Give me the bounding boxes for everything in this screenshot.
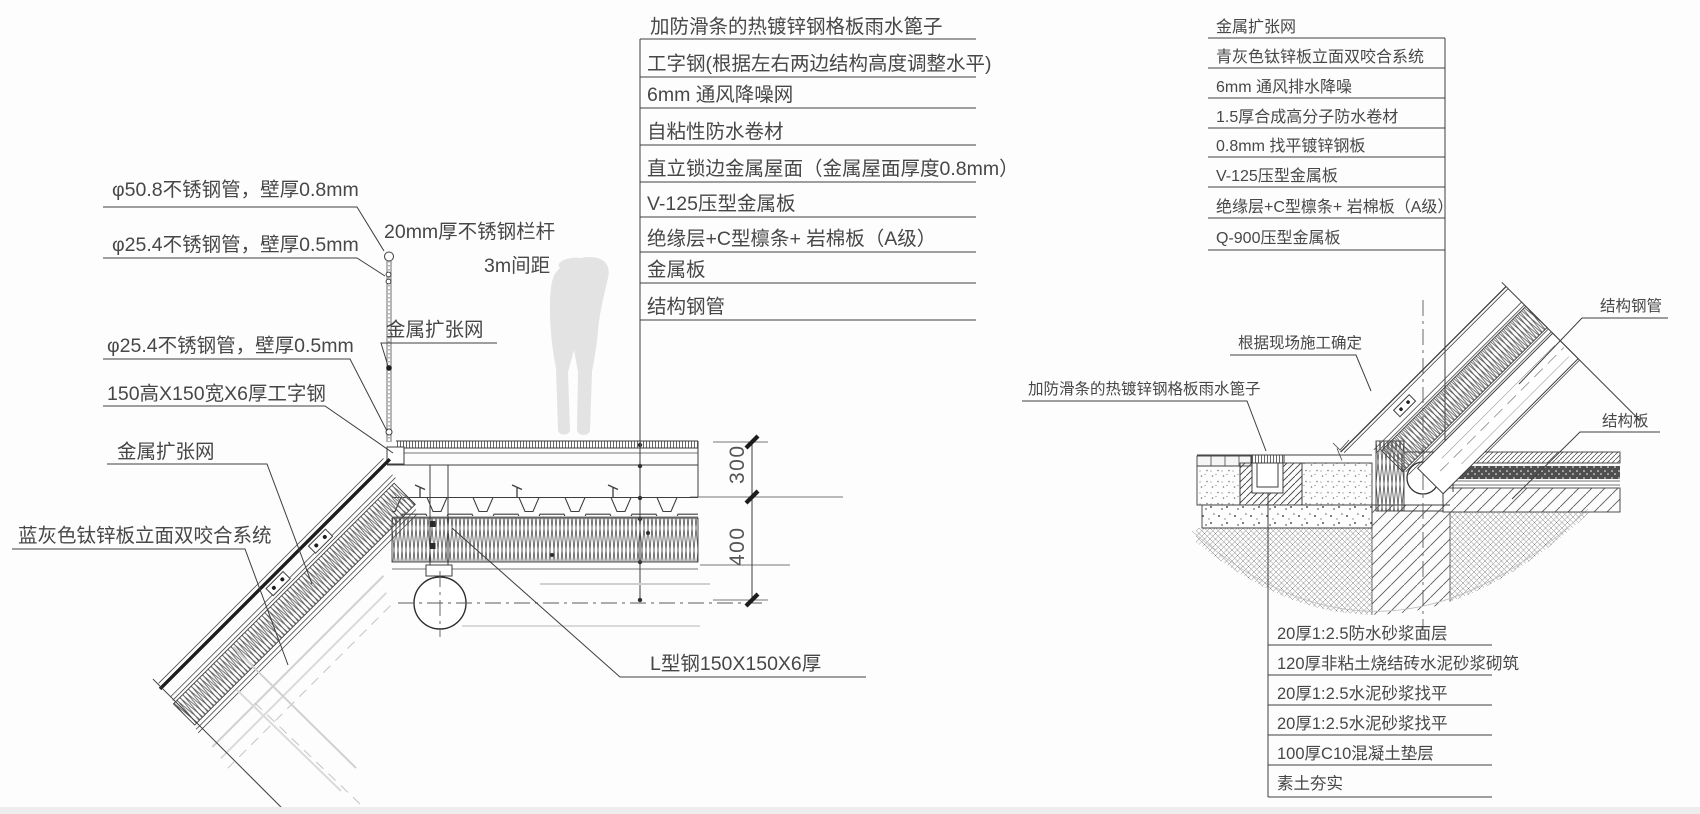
callout-metal-panel: 金属板 [647,259,706,281]
r-callout-vent: 6mm 通风排水降噪 [1216,78,1352,96]
handrail-tube-section [384,251,394,262]
b-callout-rammed-earth: 素土夯实 [1277,774,1343,793]
right-detail-drawing: 金属扩张网 青灰色钛锌板立面双咬合系统 6mm 通风排水降噪 1.5厚合成高分子… [1022,18,1668,798]
r-callout-mesh: 金属扩张网 [1216,18,1296,36]
callout-rules [640,38,976,321]
b-callout-concrete: 100厚C10混凝土垫层 [1277,744,1434,763]
v125-deck [392,498,698,516]
rain-grate [1250,454,1285,464]
callout-struct-pipe: 结构钢管 [647,296,725,318]
ground-lattice-right [1450,512,1592,615]
slope-clip-bracket [1392,394,1417,418]
drain-channel-inner [1256,463,1279,488]
label-railing-spacing: 3m间距 [484,255,550,277]
right-labels: 根据现场施工确定 加防滑条的热镀锌钢格板雨水篦子 结构钢管 结构板 [1022,297,1668,500]
callout-insulation: 绝缘层+C型檩条+ 岩棉板（A级） [647,228,936,250]
rail-tube-section-upper [385,271,392,278]
callout-i-beam: 工字钢(根据左右两边结构高度调整水平) [647,53,992,75]
walkway-deck [386,440,699,497]
slope-cut-line-right [1501,281,1641,422]
outer-sheet-line [1340,286,1507,453]
b-callout-leveling-2: 20厚1:2.5水泥砂浆找平 [1277,714,1448,733]
r-callout-waterproof: 1.5厚合成高分子防水卷材 [1216,108,1398,126]
bottom-edge-strip [0,807,1700,814]
insulation-coil-band [391,517,699,563]
label-struct-pipe: 结构钢管 [1600,297,1662,315]
callout-standing-seam: 直立锁边金属屋面（金属屋面厚度0.8mm） [647,158,1019,180]
bedding-block [1196,465,1241,506]
wall-hatch [1372,505,1450,615]
label-site-confirm: 根据现场施工确定 [1238,334,1362,352]
callout-vent-mesh: 6mm 通风降噪网 [647,84,793,106]
right-callout-list-top: 金属扩张网 青灰色钛锌板立面双咬合系统 6mm 通风排水降噪 1.5厚合成高分子… [1208,18,1453,452]
label-rain-grate: 加防滑条的热镀锌钢格板雨水篦子 [1028,380,1261,398]
label-tube-25-4-b: φ25.4不锈钢管，壁厚0.5mm [107,335,354,357]
label-tube-25-4-a: φ25.4不锈钢管，壁厚0.5mm [112,234,359,256]
label-tube-50-8: φ50.8不锈钢管，壁厚0.8mm [112,179,359,201]
seam-clip-2 [265,570,291,597]
rail-tube-section-upper2 [385,278,392,285]
r-callout-q900: Q-900压型金属板 [1216,229,1340,247]
label-mesh-top: 金属扩张网 [386,319,484,341]
b-callout-leveling-1: 20厚1:2.5水泥砂浆找平 [1277,684,1448,703]
b-callout-brick: 120厚非粘土烧结砖水泥砂浆砌筑 [1277,654,1520,673]
label-i-beam: 150高X150宽X6厚工字钢 [107,383,326,405]
label-mesh-bottom: 金属扩张网 [117,441,215,463]
ghost-lines [232,583,710,805]
label-facade-system: 蓝灰色钛锌板立面双咬合系统 [18,525,272,547]
slope-cut-line [152,678,282,809]
callout-v125: V-125压型金属板 [647,193,795,215]
person-silhouette [549,256,609,435]
left-callout-list: 加防滑条的热镀锌钢格板雨水篦子 工字钢(根据左右两边结构高度调整水平) 6mm … [637,16,1019,603]
callout-waterproof: 自粘性防水卷材 [647,121,784,143]
flat-roof-assembly [391,484,699,570]
dim-300: 300 [726,444,749,484]
mesh-leader-dot [386,365,392,371]
b-callout-mortar-face: 20厚1:2.5防水砂浆面层 [1277,624,1448,643]
r-callout-zinc: 青灰色钛锌板立面双咬合系统 [1216,48,1424,66]
label-l-steel: L型钢150X150X6厚 [650,653,821,675]
sloped-facade-assembly [152,457,418,809]
right-roof-deck [1375,300,1621,630]
concrete-cushion-band [1201,504,1373,529]
screed-band [1301,462,1373,506]
railing-post [384,251,394,442]
r-callout-insulation: 绝缘层+C型檩条+ 岩棉板（A级） [1216,197,1453,216]
pipe-saddle-bracket [425,564,453,577]
dim-400: 400 [726,526,749,566]
structural-slab-band [1442,487,1621,513]
label-struct-slab: 结构板 [1602,412,1649,430]
zinc-panel-line [158,457,392,691]
right-callout-list-bottom: 20厚1:2.5防水砂浆面层 120厚非粘土烧结砖水泥砂浆砌筑 20厚1:2.5… [1267,493,1520,798]
ground-break-arc [1191,508,1589,612]
slope-insulation-band [172,482,416,726]
drip-edge [1332,439,1350,451]
r-callout-v125: V-125压型金属板 [1216,167,1338,185]
fastener-ticks [414,484,619,498]
r-callout-galv-plate: 0.8mm 找平镀锌钢板 [1216,137,1365,155]
left-detail-drawing: 加防滑条的热镀锌钢格板雨水篦子 工字钢(根据左右两边结构高度调整水平) 6mm … [12,16,1019,809]
left-labels: φ50.8不锈钢管，壁厚0.8mm φ25.4不锈钢管，壁厚0.5mm 20mm… [12,179,866,678]
label-railing-20mm: 20mm厚不锈钢栏杆 [384,221,555,243]
seam-clip-1 [307,528,334,554]
rail-tube-section-lower [385,428,393,436]
callout-rain-grate: 加防滑条的热镀锌钢格板雨水篦子 [650,16,943,38]
deck-support [398,465,766,637]
dimension-group: 300 400 [690,434,843,608]
right-slope-assembly [1336,281,1641,495]
ground-section [1191,454,1592,615]
